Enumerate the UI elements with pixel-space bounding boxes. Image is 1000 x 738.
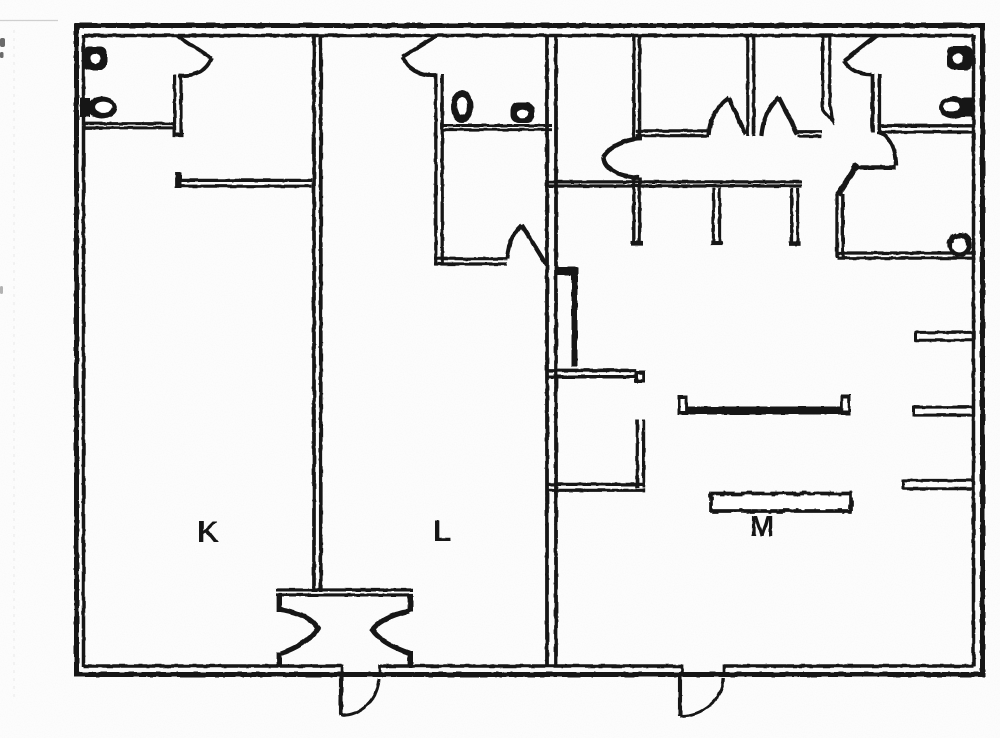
svg-text:M: M xyxy=(750,511,774,543)
svg-text:K: K xyxy=(197,516,219,549)
svg-text:L: L xyxy=(433,515,451,548)
